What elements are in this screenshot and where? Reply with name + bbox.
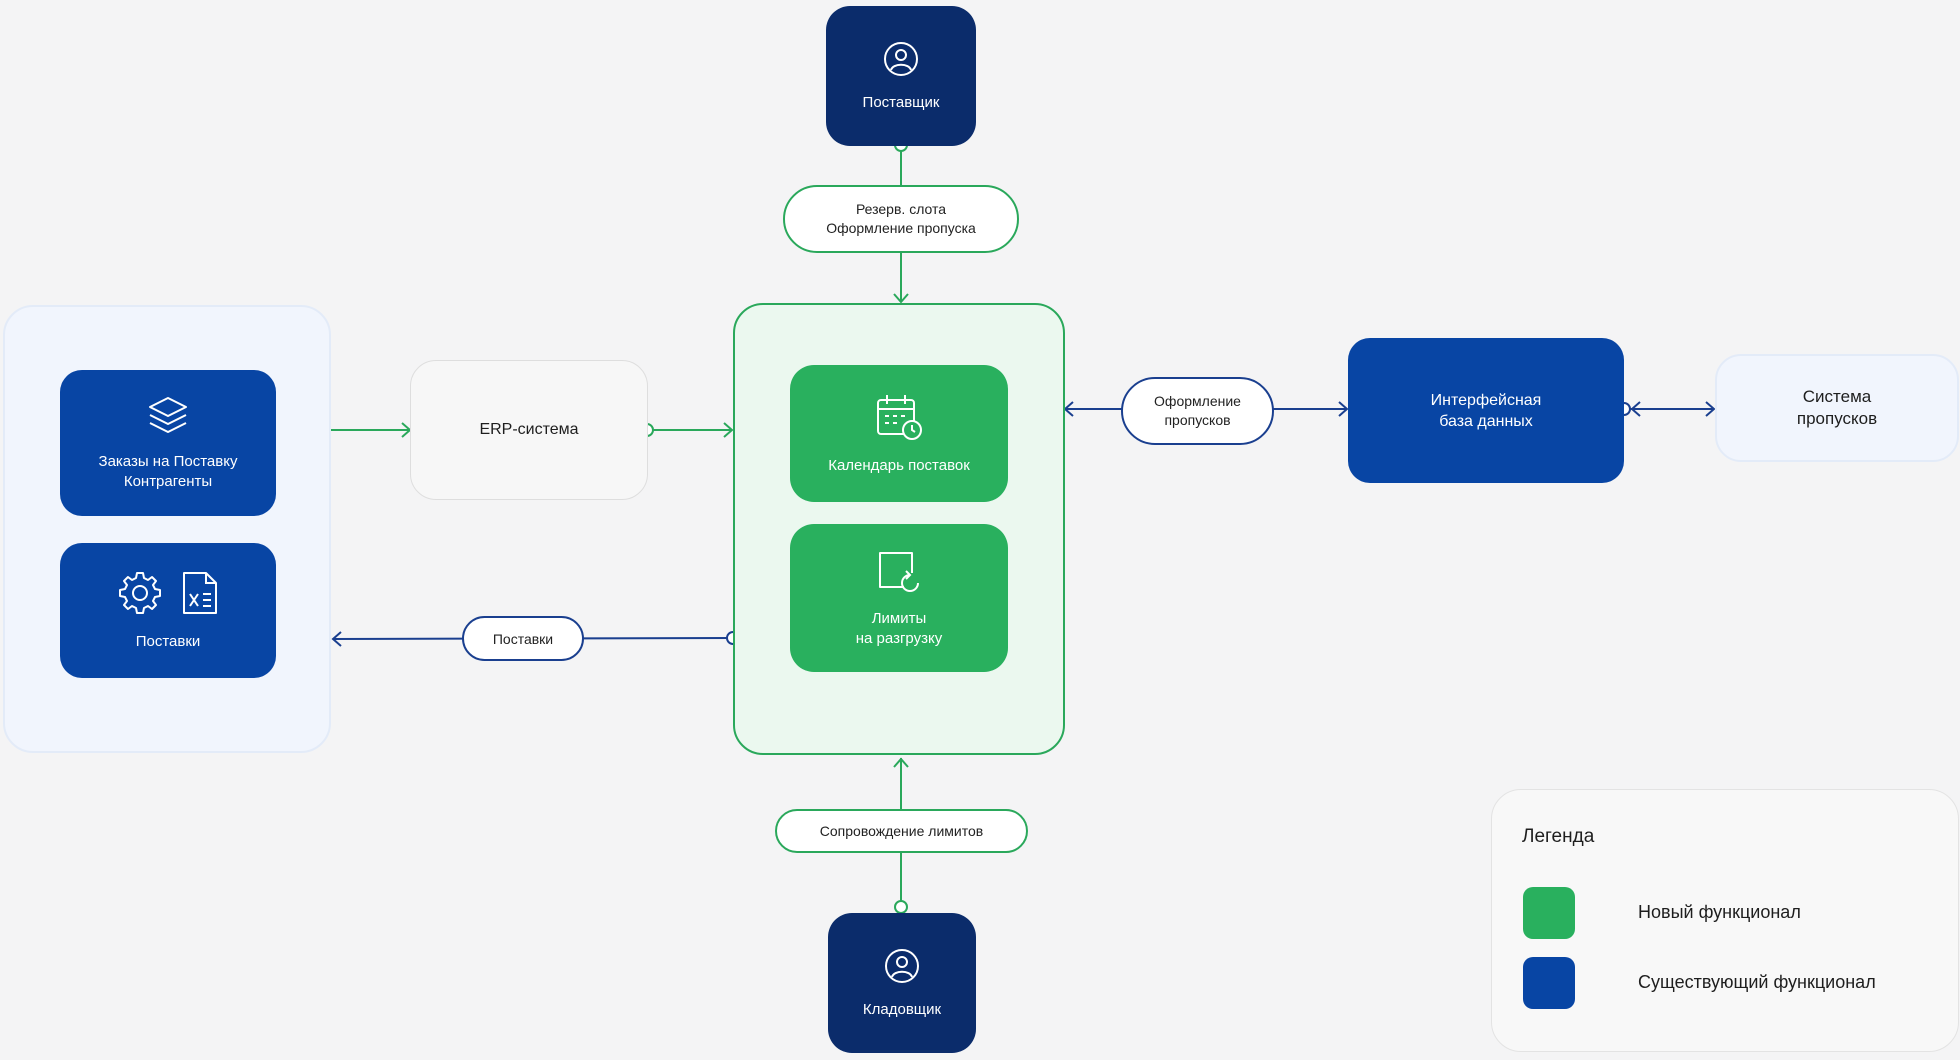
flow-label: Оформление пропусков	[1154, 393, 1241, 428]
connector-arrow	[331, 631, 342, 647]
connector-dot	[894, 900, 908, 914]
node-deliveries[interactable]: Поставки	[60, 543, 276, 678]
legend-label-existing: Существующий функционал	[1638, 972, 1876, 992]
flow-label: Резерв. слота Оформление пропуска	[826, 201, 976, 236]
node-interface-db[interactable]: Интерфейсная база данных	[1348, 338, 1624, 483]
flow-label: Сопровождение лимитов	[819, 823, 984, 839]
flow-pass-issue: Оформление пропусков	[1121, 377, 1274, 445]
user-icon	[885, 949, 919, 983]
node-storekeeper[interactable]: Кладовщик	[828, 913, 976, 1053]
node-orders[interactable]: Заказы на Поставку Контрагенты	[60, 370, 276, 516]
node-label: Лимиты на разгрузку	[855, 610, 943, 647]
user-icon	[884, 42, 918, 76]
node-limits[interactable]: Лимиты на разгрузку	[790, 524, 1008, 672]
node-supplier[interactable]: Поставщик	[826, 6, 976, 146]
legend: Легенда Новый функционал Существующий фу…	[1491, 789, 1959, 1052]
connector-arrow	[1338, 401, 1349, 417]
node-label: ERP-система	[479, 421, 579, 438]
connector-arrow	[893, 757, 909, 768]
gear-icon	[119, 571, 161, 614]
flow-deliveries: Поставки	[462, 616, 584, 661]
node-label: Поставщик	[862, 94, 940, 111]
calendar-clock-icon	[877, 394, 922, 440]
connector-arrow	[1063, 401, 1074, 417]
legend-swatch-new	[1523, 887, 1575, 939]
node-label: Система пропусков	[1796, 387, 1878, 428]
node-label: Поставки	[135, 632, 201, 650]
node-label: Интерфейсная база данных	[1430, 391, 1542, 430]
connector-arrow	[401, 422, 412, 438]
flow-limits-support: Сопровождение лимитов	[775, 809, 1028, 853]
connector-arrow	[893, 293, 909, 304]
refresh-window-icon	[879, 552, 919, 592]
legend-label-new: Новый функционал	[1638, 902, 1801, 922]
node-calendar[interactable]: Календарь поставок	[790, 365, 1008, 502]
layers-icon	[149, 397, 187, 433]
node-label: Заказы на Поставку Контрагенты	[98, 453, 238, 490]
node-erp[interactable]: ERP-система	[410, 360, 648, 500]
connector-arrow	[1630, 401, 1641, 417]
node-label: Кладовщик	[862, 1001, 942, 1018]
connector-arrow	[1705, 401, 1716, 417]
flow-label: Поставки	[492, 630, 554, 647]
legend-title: Легенда	[1522, 826, 1595, 847]
node-label: Календарь поставок	[828, 456, 970, 474]
legend-swatch-existing	[1523, 957, 1575, 1009]
connector-arrow	[723, 422, 734, 438]
excel-file-icon	[183, 571, 217, 614]
node-pass-system[interactable]: Система пропусков	[1715, 354, 1959, 462]
flow-slot-reservation: Резерв. слота Оформление пропуска	[783, 185, 1019, 253]
